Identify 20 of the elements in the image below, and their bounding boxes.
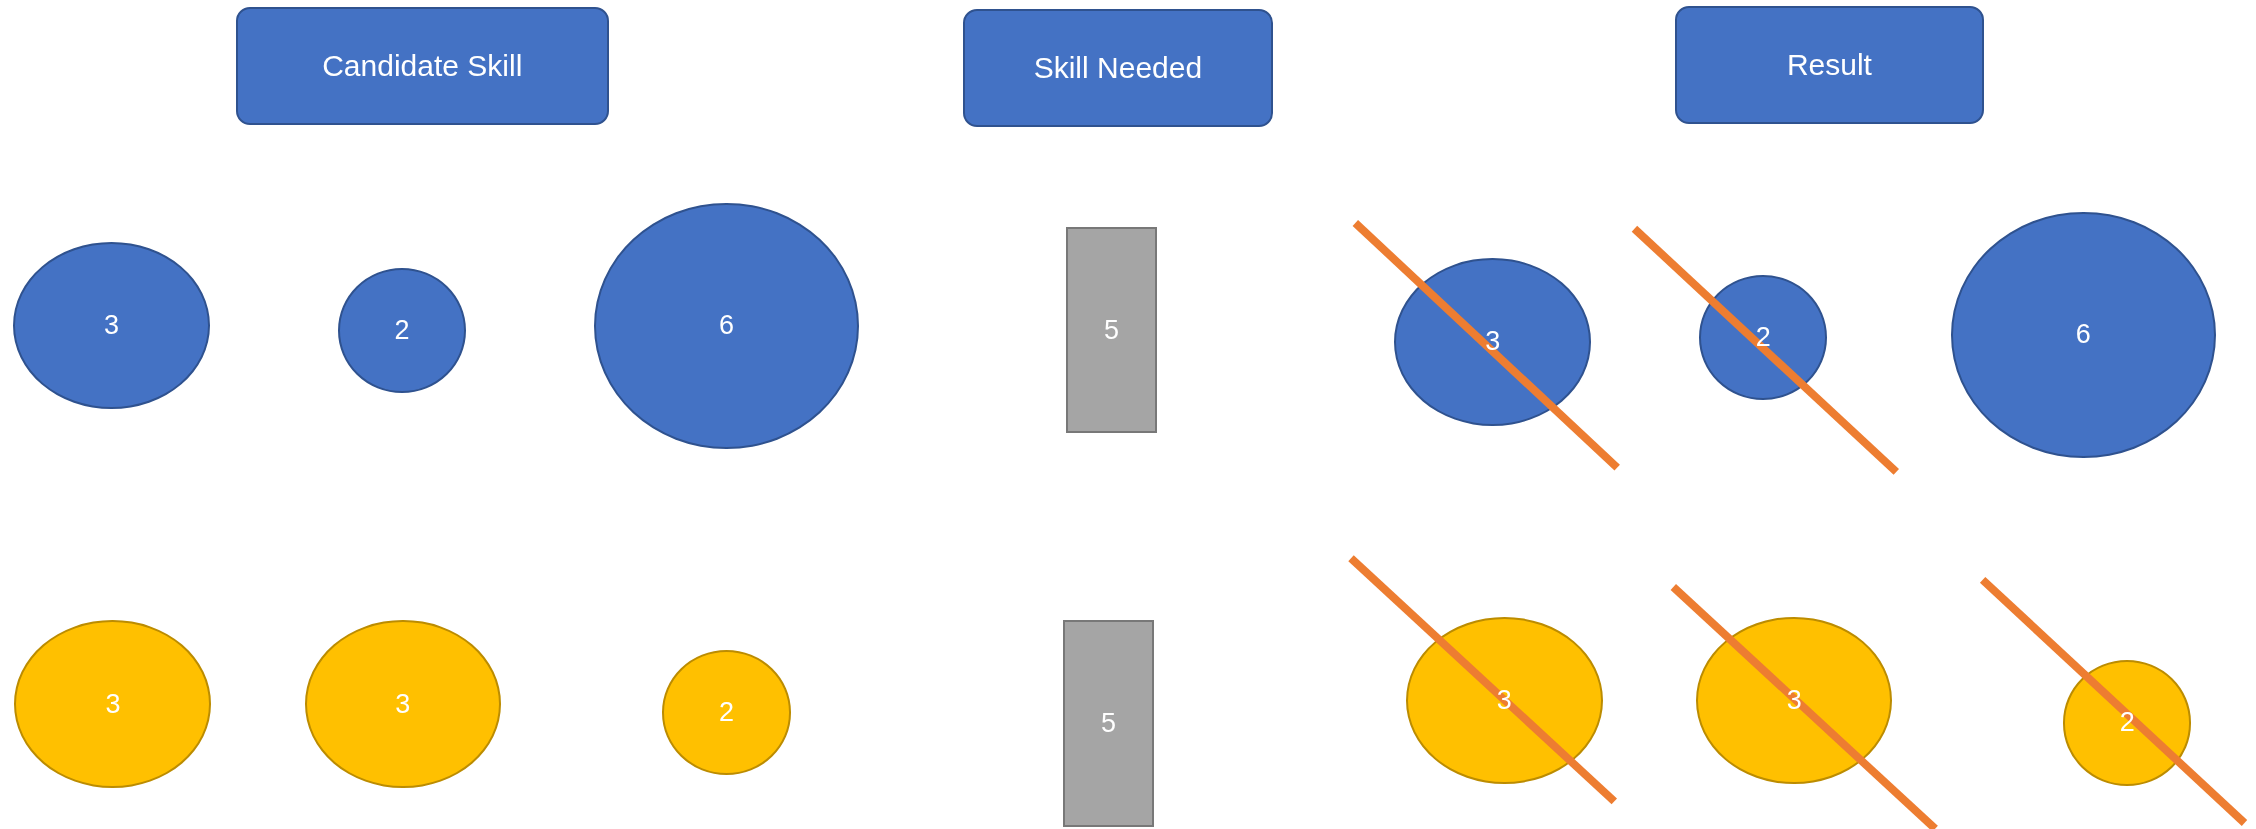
- header-text: Result: [1786, 47, 1872, 82]
- header-text: Skill Needed: [1033, 50, 1203, 85]
- skill-number: 5: [1103, 314, 1119, 346]
- skill-number: 2: [719, 697, 735, 729]
- skill-bar: [1063, 620, 1154, 828]
- skill-number: 3: [1786, 685, 1802, 717]
- header-text: Candidate Skill: [322, 49, 523, 84]
- skill-number: 2: [394, 314, 410, 346]
- skill-bar: [1066, 227, 1157, 434]
- skill-number: 3: [105, 688, 121, 720]
- skill-number: 6: [719, 310, 735, 342]
- skill-number: 3: [103, 309, 119, 341]
- skill-number: 3: [395, 688, 411, 720]
- header-box: [1674, 5, 1985, 124]
- skill-number: 6: [2075, 319, 2091, 350]
- header-box: [235, 7, 609, 126]
- skill-number: 5: [1101, 708, 1117, 740]
- skill-number: 3: [1496, 685, 1512, 717]
- header-box: [962, 8, 1274, 127]
- skill-number: 2: [2119, 707, 2135, 739]
